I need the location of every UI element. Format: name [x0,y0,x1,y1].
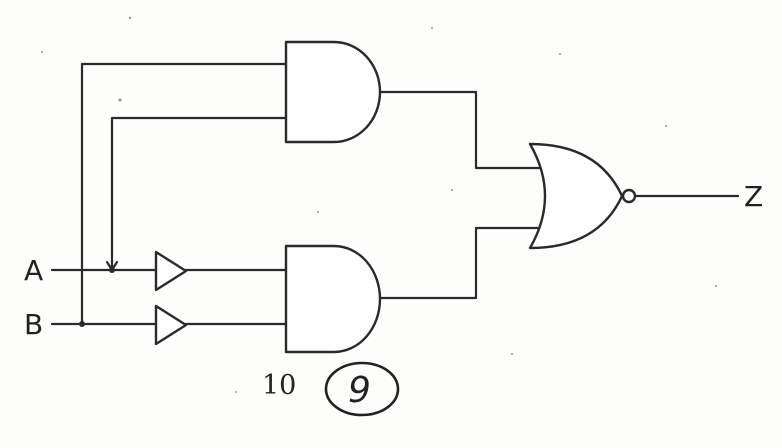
nor-gate [528,142,637,250]
circled-mark: 9 [324,361,400,417]
input-a-branch-arrow [105,260,119,272]
buffer-gate-a [154,250,288,292]
circled-mark-digit: 9 [348,370,371,411]
nor-inversion-bubble [621,188,637,204]
input-b-label: B [24,308,43,341]
input-a-label: A [24,254,43,287]
input-b-wiring [50,62,288,327]
input-b-junction [79,321,85,327]
input-a-branch-wire [110,116,288,272]
and-to-nor-wiring [378,90,544,300]
figure-number: 10 [262,370,296,401]
and-gate-bottom [284,244,382,354]
bottom-and-output-wire [378,226,544,300]
input-a-wiring [50,116,288,273]
buffer-gate-b [154,304,288,346]
and-gate-top [284,40,382,144]
output-z-label: Z [744,180,763,213]
input-b-branch-wire [80,62,288,326]
top-and-output-wire [378,90,544,170]
scan-specks [41,16,717,393]
